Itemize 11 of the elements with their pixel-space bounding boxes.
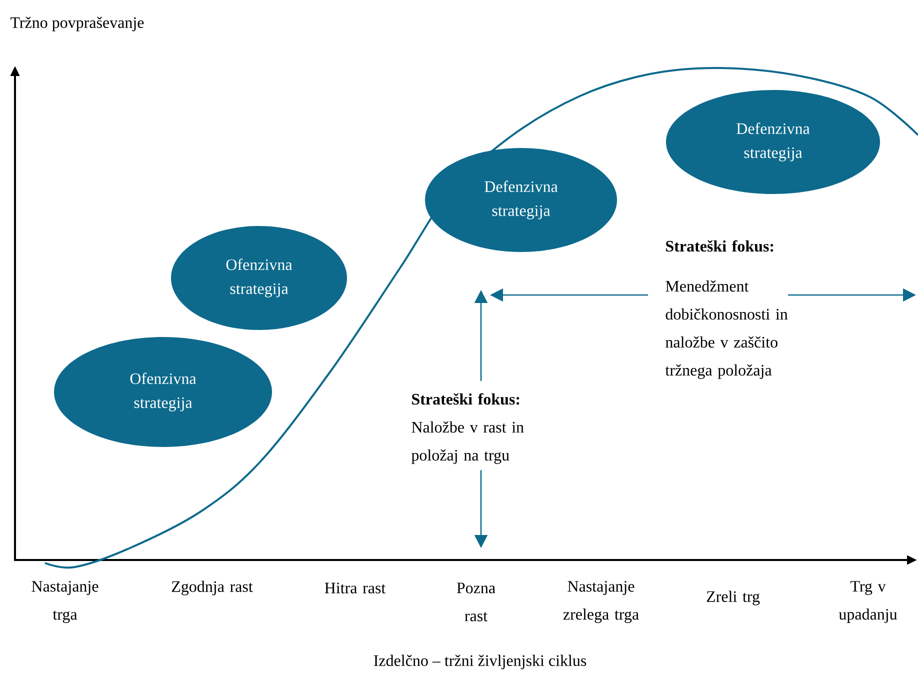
tick-label: Nastajanje trga xyxy=(32,581,98,624)
tick-label: Trg v upadanju xyxy=(838,581,898,623)
tick-label: Nastajanje zrelega trga xyxy=(563,581,639,624)
focus-text: Strateški fokus: Naložbe v rast in položaj na trgu xyxy=(411,393,524,464)
axis-title: Izdelčno – tržni življenjski ciklus xyxy=(374,654,586,670)
tick-label: Zreli trg xyxy=(706,590,760,606)
tick-label: Zgodnja rast xyxy=(172,580,253,596)
axis-title: Tržno povpraševanje xyxy=(10,16,144,32)
tick-label: Pozna rast xyxy=(456,582,496,622)
focus-text: Strateški fokus: Menedžment dobičkonosnosti in naložbe v zaščito tržnega položaja xyxy=(665,240,788,379)
tick-label: Hitra rast xyxy=(324,582,386,594)
